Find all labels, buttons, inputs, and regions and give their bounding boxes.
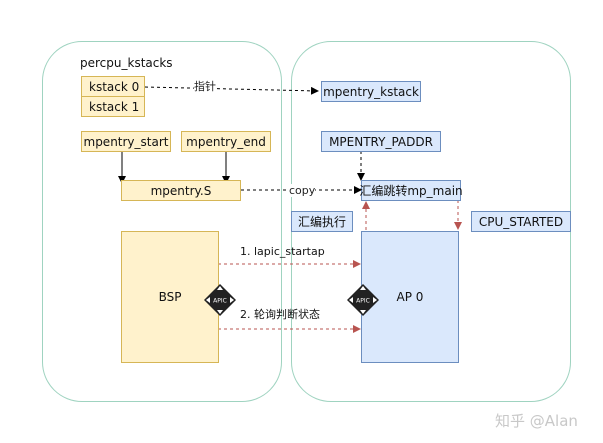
kstack1-label: kstack 1 <box>89 99 140 114</box>
asm-exec-label: 汇编执行 <box>297 215 346 229</box>
mpentry-end-box: mpentry_end <box>181 131 271 152</box>
mpentry-paddr-box: MPENTRY_PADDR <box>321 131 441 152</box>
kstack1-box: kstack 1 <box>81 96 145 117</box>
percpu-title: percpu_kstacks <box>80 56 173 70</box>
mpentry-kstack-label: mpentry_kstack <box>323 84 419 99</box>
apic-label-ap: APIC <box>356 298 370 305</box>
edge-pointer-label: 指针 <box>194 80 216 93</box>
mpentry-s-box: mpentry.S <box>121 180 241 201</box>
bsp-label: BSP <box>158 290 182 304</box>
percpu-region <box>42 41 282 402</box>
kstack0-box: kstack 0 <box>81 76 145 97</box>
asm-jump-box: 汇编跳转mp_main <box>359 180 463 201</box>
mpentry-paddr-label: MPENTRY_PADDR <box>329 134 433 149</box>
edge-poll-label: 2. 轮询判断状态 <box>240 308 320 321</box>
cpu-started-label: CPU_STARTED <box>478 214 564 229</box>
apic-icon-bsp: APIC <box>204 284 236 316</box>
mpentry-start-box: mpentry_start <box>81 131 171 152</box>
mpentry-kstack-box: mpentry_kstack <box>321 81 421 102</box>
mpentry-end-label: mpentry_end <box>186 134 266 149</box>
asm-jump-label: 汇编跳转mp_main <box>359 184 463 198</box>
ap0-box: AP 0 <box>361 231 459 363</box>
ap0-label: AP 0 <box>396 290 424 304</box>
apic-label-bsp: APIC <box>213 298 227 305</box>
mpentry-s-label: mpentry.S <box>150 183 212 198</box>
apic-icon-ap: APIC <box>347 284 379 316</box>
edge-pointer <box>144 86 319 95</box>
asm-exec-box: 汇编执行 <box>291 211 353 232</box>
edge-lapic-label: 1. lapic_startap <box>240 245 325 258</box>
kstack0-label: kstack 0 <box>89 79 140 94</box>
mpentry-start-label: mpentry_start <box>83 134 169 149</box>
cpu-started-box: CPU_STARTED <box>471 211 571 232</box>
watermark: 知乎 @Alan <box>495 412 578 430</box>
edge-copy-label: copy <box>289 184 316 197</box>
bsp-box: BSP <box>121 231 219 363</box>
